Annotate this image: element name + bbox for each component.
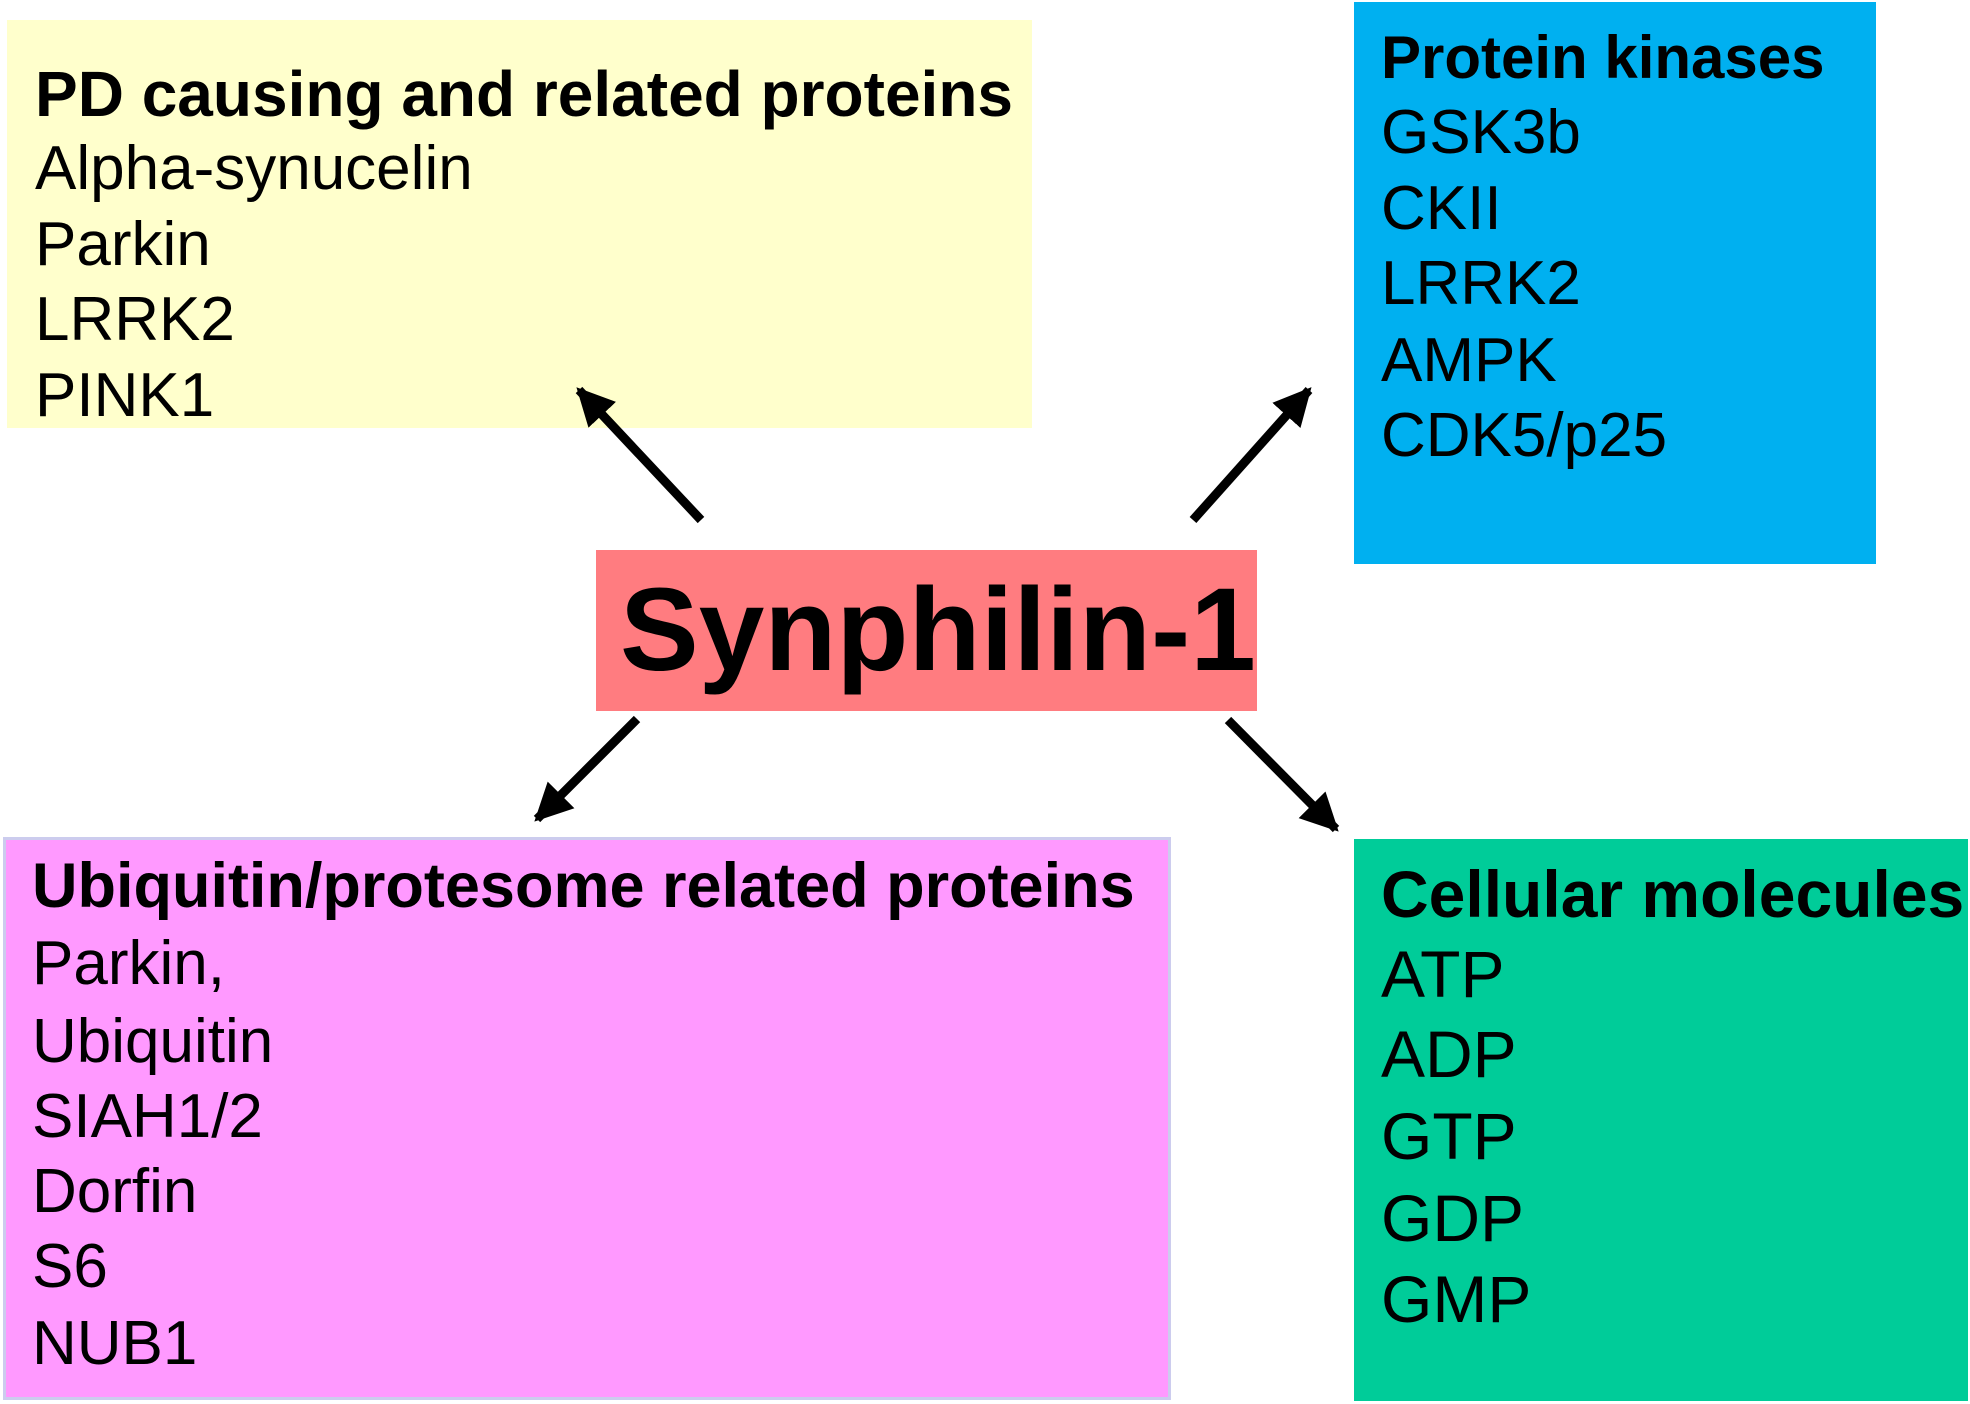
- arrow-to-cellular-molecules: [1224, 716, 1340, 833]
- ubiquitin-protein-item: Ubiquitin: [32, 1007, 274, 1076]
- ubiquitin-proteins-heading: Ubiquitin/protesome related proteins: [32, 851, 1135, 921]
- pd-protein-item: Parkin: [35, 210, 211, 279]
- kinase-item: CKII: [1381, 174, 1502, 243]
- cellular-molecule-item: GTP: [1381, 1099, 1517, 1173]
- ubiquitin-protein-item: NUB1: [32, 1309, 198, 1378]
- cellular-molecule-item: ADP: [1381, 1017, 1517, 1091]
- pd-protein-item: LRRK2: [35, 285, 235, 354]
- pd-protein-item: Alpha-synucelin: [35, 134, 473, 203]
- ubiquitin-protein-item: SIAH1/2: [32, 1082, 263, 1151]
- kinase-item: CDK5/p25: [1381, 401, 1668, 470]
- arrow-to-protein-kinases: [1189, 387, 1313, 523]
- cellular-molecule-item: GMP: [1381, 1262, 1532, 1336]
- synphilin-title: Synphilin-1: [620, 564, 1256, 696]
- protein-kinases-heading: Protein kinases: [1381, 24, 1825, 91]
- ubiquitin-proteins-box: Ubiquitin/protesome related proteins Par…: [3, 837, 1171, 1400]
- kinase-item: AMPK: [1381, 326, 1557, 395]
- cellular-molecules-heading: Cellular molecules: [1381, 857, 1965, 931]
- ubiquitin-protein-item: Dorfin: [32, 1157, 198, 1226]
- pd-proteins-box: PD causing and related proteins Alpha-sy…: [7, 20, 1032, 428]
- pd-proteins-heading: PD causing and related proteins: [35, 58, 1013, 130]
- arrow-to-ubiquitin-proteins: [533, 715, 641, 823]
- synphilin-center-box: Synphilin-1: [596, 550, 1257, 711]
- kinase-item: GSK3b: [1381, 98, 1581, 167]
- pd-protein-item: PINK1: [35, 361, 215, 430]
- protein-kinases-box: Protein kinases GSK3b CKII LRRK2 AMPK CD…: [1354, 2, 1876, 564]
- cellular-molecules-box: Cellular molecules ATP ADP GTP GDP GMP: [1354, 839, 1968, 1401]
- kinase-item: LRRK2: [1381, 249, 1581, 318]
- cellular-molecule-item: GDP: [1381, 1181, 1525, 1255]
- cellular-molecule-item: ATP: [1381, 937, 1505, 1011]
- ubiquitin-protein-item: Parkin,: [32, 929, 225, 998]
- ubiquitin-protein-item: S6: [32, 1232, 108, 1301]
